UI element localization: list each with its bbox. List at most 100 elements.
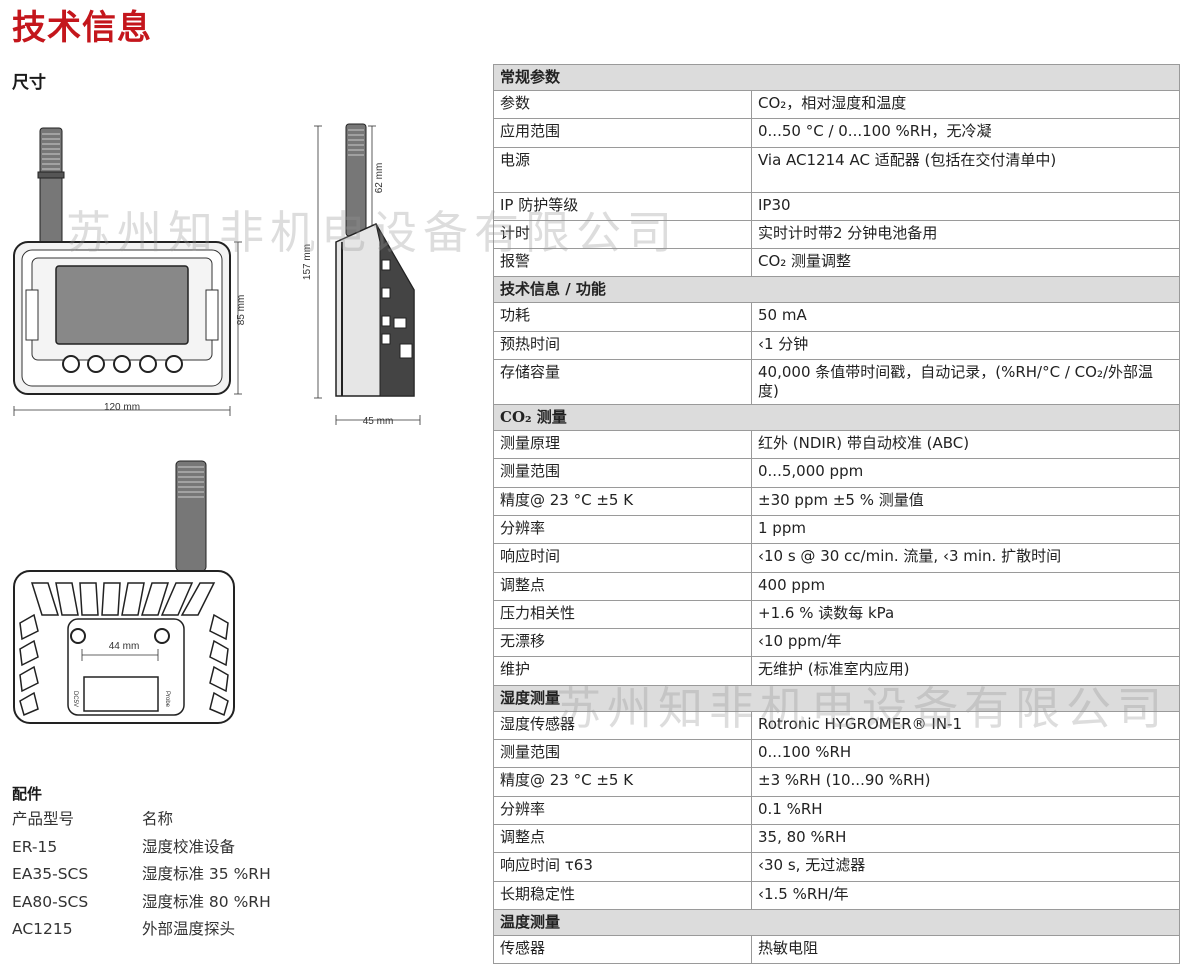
spec-value: 1 ppm	[751, 514, 1180, 545]
accessory-model: AC1215	[12, 920, 73, 939]
accessory-model: EA80-SCS	[12, 892, 89, 911]
spec-value: ±30 ppm ±5 % 测量值	[751, 486, 1180, 516]
table-row: 预热时间‹1 分钟	[493, 330, 1180, 361]
spec-value: CO₂ 测量调整	[751, 248, 1180, 278]
spec-key: 存储容量	[493, 359, 752, 406]
spec-key: 调整点	[493, 823, 752, 854]
spec-value: 35, 80 %RH	[751, 823, 1180, 854]
accessory-name: 外部温度探头	[142, 920, 236, 939]
section-header: 湿度测量	[493, 684, 1180, 712]
general-heading: 常规参数	[493, 64, 1180, 91]
spec-key: 精度@ 23 °C ±5 K	[493, 767, 752, 797]
spec-value: ±3 %RH (10...90 %RH)	[751, 767, 1180, 797]
spec-key: 维护	[493, 656, 752, 686]
spec-value: 0...100 %RH	[751, 739, 1180, 769]
spec-key: 预热时间	[493, 330, 752, 361]
spec-key: 功耗	[493, 302, 752, 332]
spec-key: 传感器	[493, 934, 752, 964]
accessory-model: ER-15	[12, 837, 58, 856]
spec-key: 测量范围	[493, 458, 752, 488]
col-model: 产品型号	[12, 810, 75, 828]
table-row: 报警 CO₂ 测量调整	[493, 248, 1180, 278]
spec-value: ‹1 分钟	[751, 330, 1180, 361]
table-row: 无漂移‹10 ppm/年	[493, 628, 1180, 658]
section-header: 温度测量	[493, 908, 1180, 936]
dc-port-label: DC5V	[72, 691, 78, 707]
height-front-label: 85 mm	[236, 295, 247, 326]
list-item: EA80-SCS 湿度标准 80 %RH	[12, 889, 432, 917]
accessory-name: 湿度标准 35 %RH	[142, 865, 271, 884]
accessory-name: 湿度标准 80 %RH	[142, 892, 271, 911]
spec-key: 湿度传感器	[493, 710, 752, 741]
accessories-section: 配件 产品型号 名称 ER-15 湿度校准设备 EA35-SCS 湿度标准 35…	[12, 782, 432, 944]
front-view-drawing: 85 mm 120 mm	[13, 127, 247, 416]
spec-value: 红外 (NDIR) 带自动校准 (ABC)	[751, 430, 1180, 460]
spec-value: 40,000 条值带时间戳，自动记录，(%RH/°C / CO₂/外部温度)	[751, 359, 1180, 406]
spec-key: IP 防护等级	[493, 191, 752, 221]
spec-value: ‹1.5 %RH/年	[751, 880, 1180, 910]
accessory-model: EA35-SCS	[12, 865, 89, 884]
spec-key: 分辨率	[493, 795, 752, 825]
spec-key: 长期稳定性	[493, 880, 752, 910]
probe	[37, 127, 65, 247]
page-title: 技术信息	[12, 8, 152, 48]
list-item: AC1215 外部温度探头	[12, 916, 432, 944]
section-header: CO₂ 测量	[493, 404, 1180, 432]
hole-spacing-label: 44 mm	[109, 641, 140, 652]
spec-value: 400 ppm	[751, 571, 1180, 601]
spec-key: 响应时间	[493, 543, 752, 573]
accessories-heading: 配件	[12, 785, 43, 803]
section-header: 技术信息 / 功能	[493, 276, 1180, 304]
table-row: 压力相关性+1.6 % 读数每 kPa	[493, 599, 1180, 630]
table-row: 测量原理红外 (NDIR) 带自动校准 (ABC)	[493, 430, 1180, 460]
table-row: 响应时间 τ63‹30 s, 无过滤器	[493, 852, 1180, 882]
dimensions-heading: 尺寸	[12, 73, 46, 93]
depth-label: 45 mm	[363, 416, 394, 427]
mounting-holes	[70, 628, 170, 644]
spec-key: 精度@ 23 °C ±5 K	[493, 486, 752, 516]
spec-value: IP30	[751, 191, 1180, 221]
spec-key: 分辨率	[493, 514, 752, 545]
probe-height-label: 62 mm	[374, 163, 385, 194]
table-row: 传感器热敏电阻	[493, 934, 1180, 964]
spec-value: 实时计时带2 分钟电池备用	[751, 219, 1180, 250]
height-total-label: 157 mm	[302, 244, 313, 280]
table-row: 精度@ 23 °C ±5 K±30 ppm ±5 % 测量值	[493, 486, 1180, 516]
spec-key: 测量原理	[493, 430, 752, 460]
table-row: 维护无维护 (标准室内应用)	[493, 656, 1180, 686]
spec-value: 0.1 %RH	[751, 795, 1180, 825]
accessory-name: 湿度校准设备	[142, 837, 236, 856]
spec-value: Rotronic HYGROMER® IN-1	[751, 710, 1180, 741]
table-row: 响应时间‹10 s @ 30 cc/min. 流量, ‹3 min. 扩散时间	[493, 543, 1180, 573]
spec-key: 调整点	[493, 571, 752, 601]
spec-key: 应用范围	[493, 118, 752, 148]
table-row: 长期稳定性‹1.5 %RH/年	[493, 880, 1180, 910]
probe-port-label: Probe	[164, 691, 170, 708]
tech-heading: 技术信息 / 功能	[493, 276, 1180, 304]
spec-value: 50 mA	[751, 302, 1180, 332]
spec-key: 无漂移	[493, 628, 752, 658]
table-row: 计时实时计时带2 分钟电池备用	[493, 219, 1180, 250]
temperature-heading: 温度测量	[493, 908, 1180, 936]
co2-heading: CO₂ 测量	[493, 404, 1180, 432]
section-header: 常规参数	[493, 64, 1180, 91]
spec-key: 响应时间 τ63	[493, 852, 752, 882]
accessories-header-row: 产品型号 名称	[12, 806, 432, 834]
spec-value: 0...50 °C / 0...100 %RH，无冷凝	[751, 118, 1180, 148]
list-item: ER-15 湿度校准设备	[12, 834, 432, 862]
spec-value: ‹10 s @ 30 cc/min. 流量, ‹3 min. 扩散时间	[751, 543, 1180, 573]
